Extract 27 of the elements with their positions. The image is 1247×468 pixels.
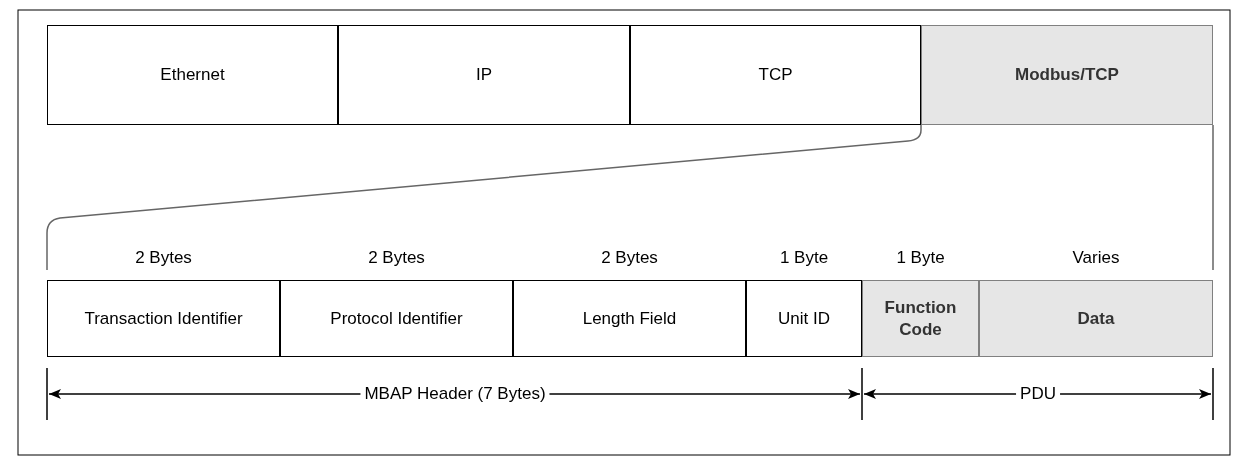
field-size-label: 2 Bytes	[367, 248, 426, 268]
field-size-label: 2 Bytes	[600, 248, 659, 268]
protocol-layer-box	[47, 25, 338, 125]
dimension-label: MBAP Header (7 Bytes)	[360, 384, 550, 404]
protocol-layer-box	[630, 25, 921, 125]
field-name: Function Code	[883, 297, 958, 340]
frame-field-box	[513, 280, 746, 357]
frame-field-box	[47, 280, 280, 357]
frame-field-box	[862, 280, 979, 357]
field-name: Data	[1077, 307, 1115, 330]
protocol-layer-box	[921, 25, 1213, 125]
frame-field-box	[979, 280, 1213, 357]
field-name: Unit ID	[778, 307, 830, 330]
field-size-label: 2 Bytes	[134, 248, 193, 268]
frame-field-box	[280, 280, 513, 357]
field-name: Ethernet	[160, 64, 225, 86]
field-size-label: 1 Byte	[895, 248, 946, 268]
field-name: TCP	[758, 64, 793, 86]
field-name: IP	[475, 64, 493, 86]
field-name: Transaction Identifier	[84, 307, 243, 330]
frame-field-box	[746, 280, 862, 357]
field-size-label: Varies	[1071, 248, 1121, 268]
protocol-layer-box	[338, 25, 630, 125]
field-name: Modbus/TCP	[1015, 64, 1119, 86]
field-size-label: 1 Byte	[778, 248, 830, 268]
field-name: Protocol Identifier	[330, 307, 463, 330]
field-name: Length Field	[582, 307, 677, 330]
